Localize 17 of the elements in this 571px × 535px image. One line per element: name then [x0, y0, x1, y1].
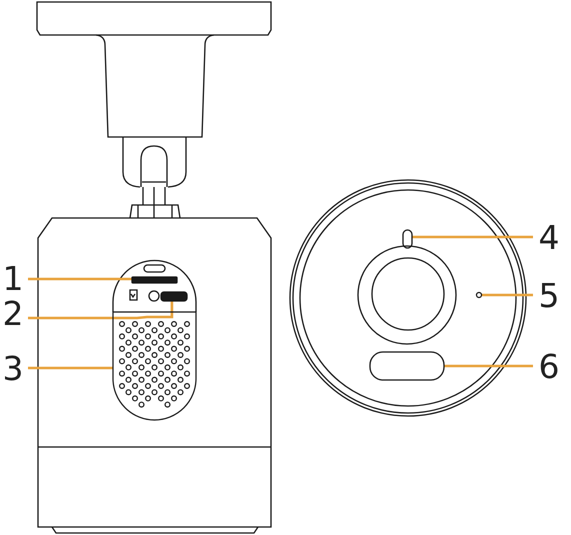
callout-number: 2	[2, 297, 24, 331]
callout-number: 1	[2, 262, 24, 296]
leader-line	[28, 278, 132, 280]
callout-number: 4	[537, 221, 561, 255]
port	[160, 291, 188, 302]
leader-line	[444, 364, 533, 368]
speaker-grille	[112, 311, 197, 421]
callout-number: 3	[2, 352, 24, 386]
leader-line	[28, 366, 113, 370]
sensor-window	[402, 229, 413, 249]
sensor-window	[369, 351, 445, 381]
card-slot	[131, 276, 178, 284]
leader-line	[412, 236, 533, 238]
callout-number: 5	[537, 279, 561, 313]
callout-number: 6	[537, 350, 561, 384]
leader-line	[28, 301, 174, 320]
microphone-hole	[476, 292, 482, 298]
